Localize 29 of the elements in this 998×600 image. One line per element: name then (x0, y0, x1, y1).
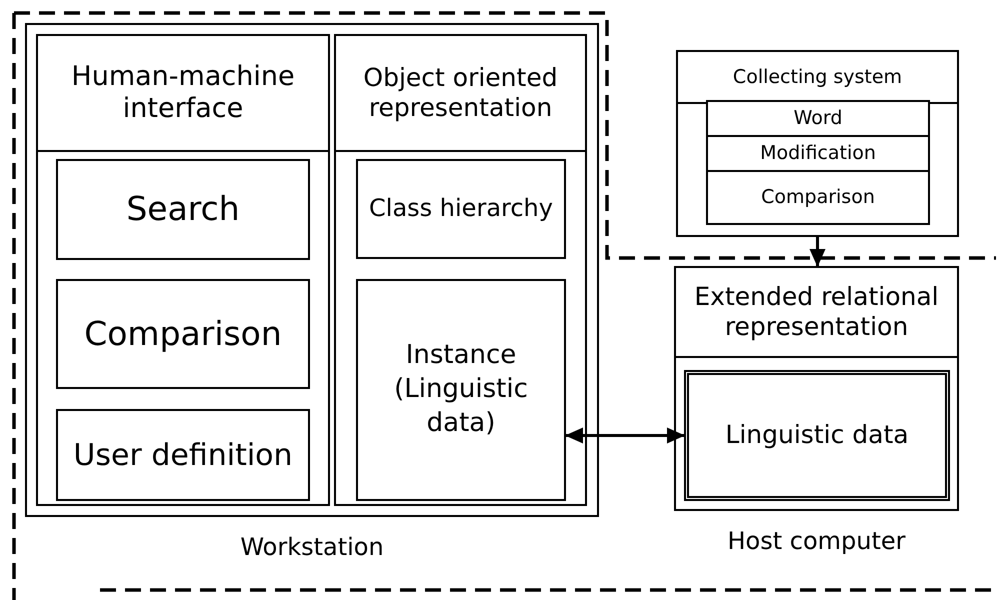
module-box (356, 279, 566, 501)
item-box (706, 100, 930, 137)
item-box (706, 135, 930, 172)
header-label: Collecting system (732, 66, 902, 88)
box-label: Comparison (761, 185, 875, 210)
header-label: Human-machine interface (70, 60, 296, 126)
box-label: User definition (73, 436, 293, 474)
box-label: Word (794, 106, 842, 131)
arrow (565, 428, 685, 444)
data-box (684, 370, 950, 501)
box-label: Class hierarchy (369, 193, 553, 224)
frame-label: Host computer (727, 527, 906, 555)
frame-label: Workstation (240, 533, 384, 561)
system-box (676, 50, 959, 237)
module-box (56, 279, 310, 389)
module-box (356, 159, 566, 259)
module-box (56, 409, 310, 501)
arrow (810, 237, 826, 267)
box-label: Instance (Linguistic data) (393, 339, 529, 440)
box-label: Modification (760, 141, 876, 166)
item-box (706, 170, 930, 225)
box-label: Search (126, 188, 240, 230)
header-label: Object oriented representation (362, 63, 559, 123)
column-box (334, 34, 587, 506)
box-label: Linguistic data (725, 419, 909, 452)
header-label: Extended relational representation (693, 282, 940, 342)
module-box (56, 159, 310, 260)
box-label: Comparison (84, 312, 282, 355)
column-box (36, 34, 330, 506)
